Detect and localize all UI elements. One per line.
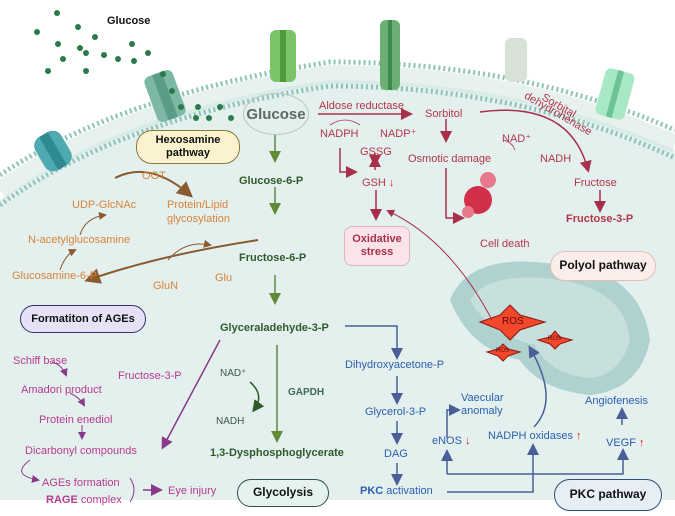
angiogenesis: Angiofenesis	[585, 395, 648, 407]
fructose: Fructose	[574, 177, 617, 189]
glut-transporter-3	[270, 30, 296, 82]
glucosamine-6-p: Glucosamine-6-P	[12, 270, 97, 282]
ros-label-small-2: ROS	[496, 348, 510, 354]
glut-transporter-4	[380, 20, 400, 90]
cell-membrane-inner	[0, 83, 675, 208]
glyceraldehyde-3-p: Glyceraladehyde-3-P	[220, 322, 329, 334]
aldose-reductase: Aldose reductase	[319, 100, 404, 112]
glun-label: GluN	[153, 280, 179, 292]
nadp-plus: NADP⁺	[380, 128, 417, 140]
enos: eNOS ↓	[432, 435, 471, 447]
nadph-polyol: NADPH	[320, 128, 359, 140]
pkc-activation: PKC activation	[360, 485, 433, 497]
glucose-label: Glucose	[246, 105, 306, 123]
dicarbonyl-compounds: Dicarbonyl compounds	[25, 445, 137, 457]
vegf: VEGF ↑	[606, 437, 645, 449]
gsh-down-arrow-icon: ↓	[388, 177, 395, 189]
nad-plus-polyol: NAD⁺	[502, 133, 532, 145]
ros-star-small-1	[536, 330, 574, 350]
dag: DAG	[384, 448, 408, 460]
osmotic-damage: Osmotic damage	[408, 153, 492, 165]
gssg: GSSG	[360, 146, 392, 158]
dysphosphoglycerate: 1,3-Dysphosphoglycerate	[210, 447, 344, 459]
dihydroxyacetone-p: Dihydroxyacetone-P	[345, 359, 445, 371]
protein-enediol: Protein enediol	[39, 414, 113, 426]
glucose-node: Glucose	[243, 93, 309, 135]
enos-down-arrow-icon: ↓	[465, 435, 471, 447]
pkc-pathway-label: PKC pathway	[554, 479, 662, 511]
polyol-pathway-label: Polyol pathway	[550, 251, 656, 281]
glut-transporter-6	[595, 68, 635, 120]
ages-formation-label: Formatiton of AGEs	[20, 305, 146, 333]
glycosylation: glycosylation	[167, 213, 230, 225]
udp-glcnac: UDP-GlcNAc	[72, 199, 137, 211]
glut-transporter-2	[144, 70, 186, 122]
extracellular-glucose-label: Glucose	[107, 15, 151, 27]
n-acetylglucosamine: N-acetylglucosamine	[28, 234, 131, 246]
glu-label: Glu	[215, 272, 233, 284]
ros-star-large	[478, 304, 547, 341]
schiff-base: Schiff base	[13, 355, 68, 367]
nadph-oxidases: NADPH oxidases ↑	[488, 430, 582, 442]
hexosamine-pathway-label: Hexosamine pathway	[136, 130, 240, 164]
cytoplasm	[0, 80, 675, 500]
ros-label-small-1: ROS	[548, 336, 562, 342]
protein-lipid: Protein/Lipid	[167, 199, 229, 211]
fructose-6-p: Fructose-6-P	[239, 252, 307, 264]
gapdh-label: GAPDH	[288, 387, 325, 398]
ogt-label: OGT	[142, 170, 166, 182]
glycolysis-label: Glycolysis	[237, 479, 329, 507]
glycerol-3-p: Glycerol-3-P	[365, 406, 427, 418]
sorbitol: Sorbitol	[425, 108, 463, 120]
oxidative-stress-label: Oxidative stress	[344, 226, 410, 266]
mitochondrion	[450, 261, 650, 395]
ros-star-small-2	[485, 343, 522, 362]
glut-transporter-5	[505, 38, 527, 82]
nadph-up-arrow-icon: ↑	[576, 430, 582, 442]
nad-plus-label: NAD⁺	[220, 368, 247, 379]
rage-complex: RAGE complex	[46, 494, 122, 506]
vegf-up-arrow-icon: ↑	[639, 437, 645, 449]
ages-formation: AGEs formation	[42, 477, 120, 489]
fructose-3-p-polyol: Fructose-3-P	[566, 213, 634, 225]
nadh-polyol: NADH	[540, 153, 572, 165]
nadh-label: NADH	[216, 416, 245, 427]
ros-label-large: ROS	[502, 316, 524, 327]
glucose-6-p: Glucose-6-P	[239, 175, 304, 187]
glut-transporter-1	[34, 130, 72, 172]
eye-injury: Eye injury	[168, 485, 217, 497]
cell-membrane-outer	[0, 59, 675, 178]
cell-death-icon	[462, 172, 496, 218]
cell-death: Cell death	[480, 238, 530, 250]
gsh: GSH ↓	[362, 177, 395, 189]
vascular-anomaly-2: anomaly	[461, 405, 503, 417]
vascular-anomaly-1: Vaecular	[461, 392, 504, 404]
glucose-molecules	[34, 10, 234, 121]
fructose-3-p-ages: Fructose-3-P	[118, 370, 182, 382]
amadori-product: Amadori product	[21, 384, 102, 396]
